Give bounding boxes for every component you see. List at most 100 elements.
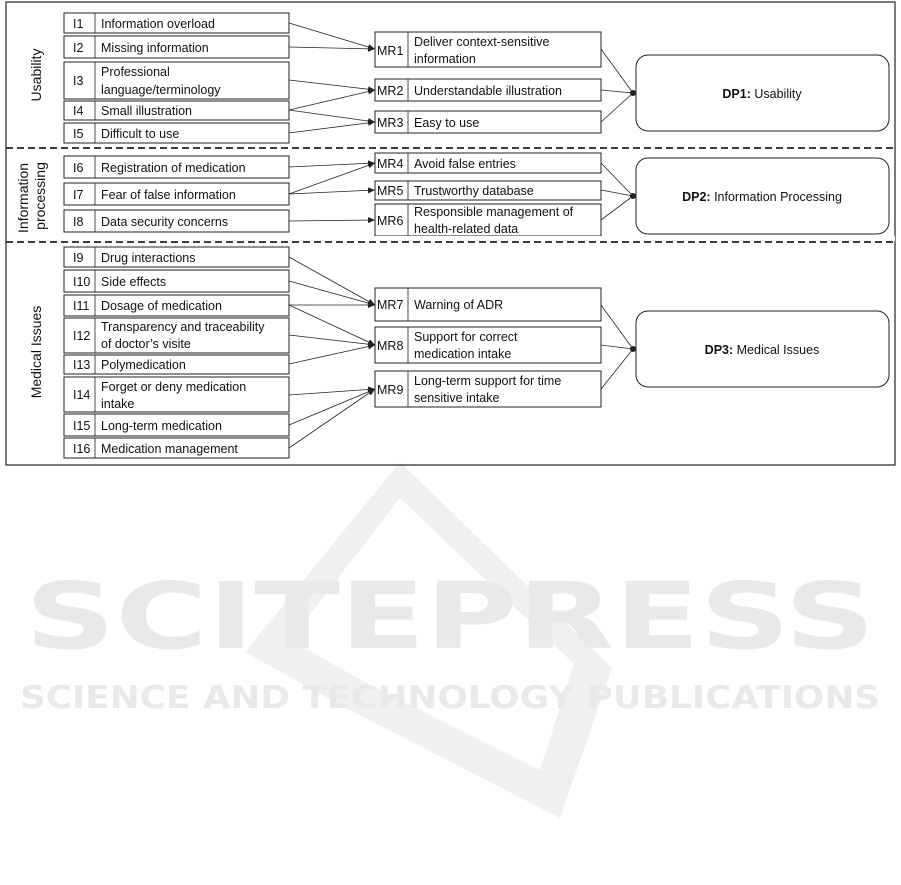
link-mr3-dp1 — [600, 92, 634, 123]
link-mr6-dp2 — [600, 195, 634, 221]
section-label-information-processing: Information processing — [15, 159, 48, 233]
link-mr4-dp2 — [600, 162, 634, 197]
issue-box-i7: I7 Fear of false information — [63, 182, 290, 206]
svg-text:MR4: MR4 — [377, 157, 403, 171]
design-principle-boxes: DP1: Usability DP2: Information Processi… — [635, 54, 890, 388]
svg-text:Fear of false information: Fear of false information — [101, 188, 236, 202]
link-mr8-dp3 — [600, 344, 634, 350]
link-mr7-dp3 — [600, 304, 634, 350]
issue-box-i5: I5 Difficult to use — [63, 122, 290, 144]
svg-text:Easy to use: Easy to use — [414, 116, 479, 130]
junction-dot-dp3 — [630, 346, 636, 352]
link-i6-mr4 — [288, 160, 376, 168]
svg-text:Small illustration: Small illustration — [101, 104, 192, 118]
link-i13-mr8 — [288, 343, 376, 365]
issue-box-i8: I8 Data security concerns — [63, 209, 290, 233]
design-principle-dp2: DP2: Information Processing — [635, 157, 890, 235]
svg-text:I5: I5 — [73, 127, 83, 141]
junction-dot-dp2 — [630, 193, 636, 199]
svg-text:I11: I11 — [73, 299, 89, 313]
requirement-box-mr2: MR2 Understandable illustration — [374, 78, 602, 102]
issue-box-i16: I16 Medication management — [63, 437, 290, 459]
svg-text:MR6: MR6 — [377, 214, 403, 228]
junction-dot-dp1 — [630, 90, 636, 96]
svg-text:I2: I2 — [73, 41, 83, 55]
svg-text:I7: I7 — [73, 188, 83, 202]
svg-text:MR8: MR8 — [377, 339, 403, 353]
link-i7-mr5 — [288, 187, 376, 195]
svg-text:Warning of ADR: Warning of ADR — [414, 298, 503, 312]
link-i1-mr1 — [288, 22, 376, 50]
watermark-tagline: SCIENCE AND TECHNOLOGY PUBLICATIONS — [20, 680, 880, 716]
svg-text:Long-term medication: Long-term medication — [101, 419, 222, 433]
svg-text:Trustworthy database: Trustworthy database — [414, 184, 534, 198]
svg-text:Avoid false entries: Avoid false entries — [414, 157, 516, 171]
svg-text:I1: I1 — [73, 17, 83, 31]
issue-box-i4: I4 Small illustration — [63, 100, 290, 121]
section-label-usability: Usability — [28, 49, 44, 102]
svg-text:MR5: MR5 — [377, 184, 403, 198]
link-i11-mr8 — [288, 304, 376, 346]
svg-text:I13: I13 — [73, 358, 90, 372]
svg-text:MR3: MR3 — [377, 116, 403, 130]
link-i3-mr2 — [288, 79, 376, 93]
svg-text:Missing information: Missing information — [101, 41, 209, 55]
svg-text:I9: I9 — [73, 251, 83, 265]
svg-text:I10: I10 — [73, 275, 90, 289]
diagram-frame — [5, 1, 896, 466]
connector-lines — [288, 22, 636, 449]
link-i8-mr6 — [288, 217, 376, 224]
svg-text:DP2: Information Processing: DP2: Information Processing — [682, 190, 842, 204]
svg-text:I15: I15 — [73, 419, 90, 433]
requirement-box-mr5: MR5 Trustworthy database — [374, 180, 602, 201]
watermark-emblem — [245, 462, 612, 818]
svg-text:MR9: MR9 — [377, 383, 403, 397]
design-principle-dp3: DP3: Medical Issues — [635, 310, 890, 388]
issue-boxes: I1 Information overload I2 Missing infor… — [63, 12, 290, 459]
link-i4-mr3 — [288, 109, 376, 125]
issue-box-i10: I10 Side effects — [63, 269, 290, 293]
link-mr2-dp1 — [600, 89, 634, 94]
issue-box-i2: I2 Missing information — [63, 35, 290, 59]
link-i12-mr8 — [288, 334, 376, 348]
section-label-medical-issues: Medical Issues — [28, 306, 44, 399]
svg-text:Information overload: Information overload — [101, 17, 215, 31]
link-mr9-dp3 — [600, 348, 634, 390]
svg-text:Understandable illustration: Understandable illustration — [414, 84, 562, 98]
svg-text:I14: I14 — [73, 388, 90, 402]
issue-box-i6: I6 Registration of medication — [63, 155, 290, 179]
issue-box-i15: I15 Long-term medication — [63, 413, 290, 437]
svg-text:Side effects: Side effects — [101, 275, 166, 289]
svg-text:DP3: Medical Issues: DP3: Medical Issues — [705, 343, 820, 357]
link-i7-mr4 — [288, 162, 376, 195]
svg-text:MR2: MR2 — [377, 84, 403, 98]
link-i4-mr2 — [288, 88, 376, 111]
svg-text:Difficult to use: Difficult to use — [101, 127, 179, 141]
link-i9-mr7 — [288, 256, 376, 306]
publisher-watermark: SCITEPRESS SCIENCE AND TECHNOLOGY PUBLIC… — [20, 462, 880, 818]
link-mr1-dp1 — [600, 48, 634, 94]
divider-mask — [300, 236, 895, 241]
svg-text:MR1: MR1 — [377, 44, 403, 58]
svg-text:I3: I3 — [73, 74, 83, 88]
svg-text:I6: I6 — [73, 161, 83, 175]
issue-box-i11: I11 Dosage of medication — [63, 294, 290, 317]
svg-text:MR7: MR7 — [377, 298, 403, 312]
link-i2-mr1 — [288, 45, 376, 52]
link-i14-mr9 — [288, 386, 376, 396]
